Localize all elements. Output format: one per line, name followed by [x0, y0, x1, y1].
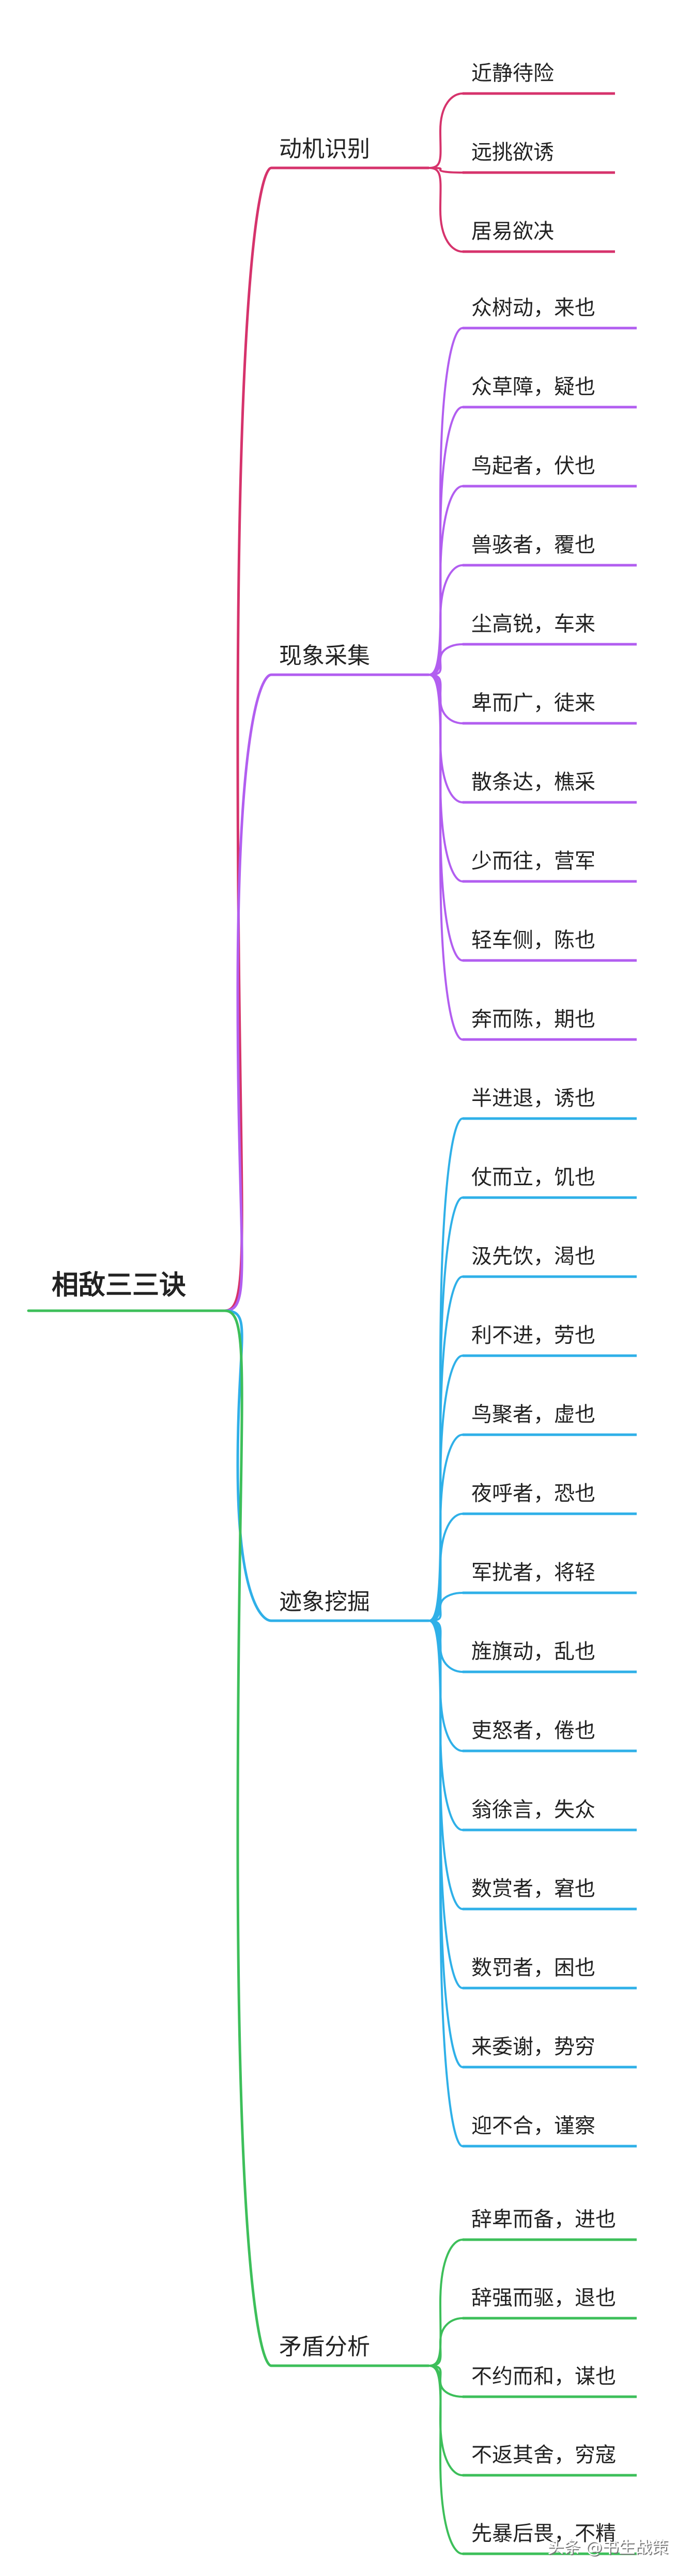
leaf-connector [428, 167, 463, 174]
leaf-label: 居易欲决 [471, 220, 554, 243]
branch-label: 动机识别 [279, 136, 370, 162]
leaf-label: 鸟聚者，虚也 [471, 1403, 595, 1426]
leaf-label: 轻车侧，陈也 [471, 928, 595, 952]
leaf-label: 仗而立，饥也 [471, 1166, 595, 1189]
leaf-label: 卑而广，徒来 [471, 691, 595, 715]
leaf-connector [428, 1355, 463, 1622]
leaf-label: 远挑欲诱 [471, 141, 554, 164]
leaf-label: 翁徐言，失众 [471, 1798, 595, 1822]
branch-label: 现象采集 [279, 643, 370, 669]
leaf-connector [428, 2365, 463, 2476]
branch-connector [224, 166, 272, 1312]
leaf-connector [428, 1434, 463, 1622]
leaf-label: 迎不合，谨察 [471, 2114, 595, 2138]
branch-connector [224, 673, 272, 1312]
leaf-connector [428, 2365, 463, 2555]
leaf-connector [428, 674, 463, 803]
leaf-connector [428, 1592, 463, 1622]
leaf-label: 少而往，营军 [471, 849, 595, 873]
leaf-label: 众树动，来也 [471, 296, 595, 320]
leaf-connector [428, 1118, 463, 1622]
leaf-label: 夜呼者，恐也 [471, 1482, 595, 1506]
leaf-connector [428, 1513, 463, 1622]
leaf-connector [428, 1620, 463, 1989]
leaf-label: 辞强而驱，退也 [471, 2286, 616, 2310]
leaf-label: 吏怒者，倦也 [471, 1719, 595, 1743]
leaf-connector [428, 1276, 463, 1622]
leaf-label: 不约而和，谋也 [471, 2365, 616, 2388]
leaf-label: 数赏者，窘也 [471, 1877, 595, 1901]
leaf-connector [428, 674, 463, 882]
leaf-label: 近静待险 [471, 61, 554, 85]
leaf-label: 奔而陈，期也 [471, 1007, 595, 1031]
watermark-text: 头条 @书生战策 [547, 2537, 668, 2557]
leaf-connector [428, 1620, 463, 1831]
leaf-connector [428, 2317, 463, 2367]
leaf-connector [428, 485, 463, 676]
branch-label: 矛盾分析 [279, 2334, 370, 2360]
leaf-label: 鸟起者，伏也 [471, 454, 595, 478]
leaf-connector [428, 1620, 463, 2147]
leaf-label: 先暴后畏，不精 [471, 2522, 616, 2546]
leaf-connector [428, 2365, 463, 2398]
leaf-connector [428, 1620, 463, 1752]
leaf-label: 军扰者，将轻 [471, 1561, 595, 1585]
leaf-connector [428, 674, 463, 961]
leaf-label: 数罚者，困也 [471, 1956, 595, 1980]
leaf-label: 汲先饮，渴也 [471, 1245, 595, 1268]
leaf-label: 尘高锐，车来 [471, 612, 595, 636]
watermark-shadow: 头条 @书生战策 [548, 2538, 669, 2558]
leaf-connector [428, 92, 463, 169]
leaf-label: 散条达，樵采 [471, 770, 595, 794]
root-node-label: 相敌三三诀 [52, 1270, 186, 1301]
leaf-connector [428, 674, 463, 724]
leaf-connector [428, 564, 463, 676]
branch-connector [224, 1309, 272, 1622]
leaf-connector [428, 674, 463, 1041]
leaf-label: 不返其舍，穷寇 [471, 2443, 616, 2467]
leaf-label: 众草障，疑也 [471, 375, 595, 399]
leaf-connector [428, 1197, 463, 1622]
leaf-label: 辞卑而备，进也 [471, 2208, 616, 2231]
leaf-connector [428, 167, 463, 253]
branch-connector [224, 1309, 272, 2367]
leaf-connector [428, 643, 463, 676]
leaf-connector [428, 406, 463, 676]
leaf-label: 利不进，劳也 [471, 1324, 595, 1347]
branch-label: 迹象挖掘 [279, 1589, 370, 1615]
connector-lines [27, 92, 637, 2555]
leaf-label: 旌旗动，乱也 [471, 1640, 595, 1664]
leaf-connector [428, 1620, 463, 2068]
leaf-label: 半进退，诱也 [471, 1087, 595, 1110]
leaf-label: 来委谢，势穷 [471, 2035, 595, 2059]
leaf-connector [428, 327, 463, 676]
leaf-label: 兽骇者，覆也 [471, 533, 595, 557]
leaf-connector [428, 2239, 463, 2367]
watermark: 头条 @书生战策 头条 @书生战策 [547, 2537, 669, 2558]
